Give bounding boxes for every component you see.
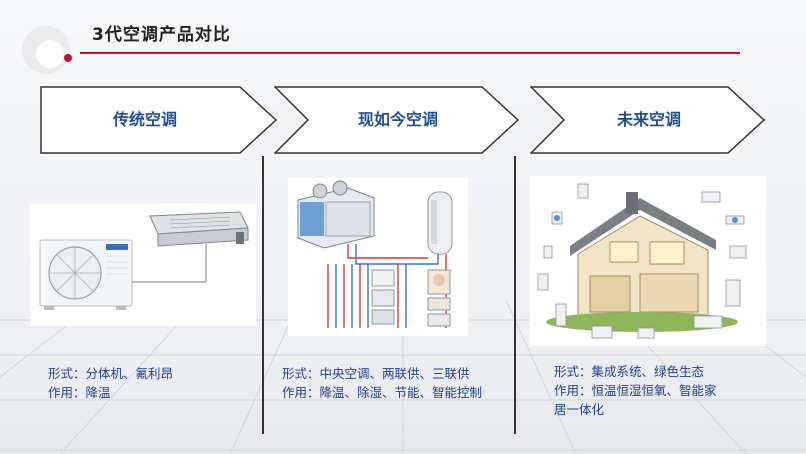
arrow-header-current: 现如今空调 (274, 86, 520, 154)
chevron-arrow-icon (40, 86, 278, 154)
description-future: 形式：集成系统、绿色生态 作用：恒温恒湿恒氧、智能家 居一体化 (554, 362, 717, 419)
arrow-header-traditional: 传统空调 (40, 86, 278, 154)
arrow-header-future: 未来空调 (530, 86, 766, 154)
column-divider (262, 156, 264, 434)
product-image-split-ac (30, 204, 256, 326)
description-current: 形式：中央空调、两联供、三联供 作用：降温、除湿、节能、智能控制 (282, 364, 482, 402)
logo-icon (22, 26, 72, 74)
description-traditional: 形式：分体机、氟利昂 作用：降温 (48, 364, 173, 402)
function-text: 作用：恒温恒湿恒氧、智能家 (554, 383, 717, 398)
arrow-label: 未来空调 (616, 110, 681, 129)
form-text: 形式：中央空调、两联供、三联供 (282, 366, 470, 381)
function-text: 作用：降温、除湿、节能、智能控制 (282, 385, 483, 400)
form-text: 形式：集成系统、绿色生态 (554, 364, 705, 379)
column-divider (514, 156, 516, 434)
product-image-central-ac (288, 178, 468, 336)
title-underline (80, 52, 740, 54)
arrow-label: 现如今空调 (357, 110, 438, 129)
form-text: 形式：分体机、氟利昂 (48, 366, 174, 381)
smart-home-illustration (537, 183, 747, 339)
split-ac-illustration (39, 211, 249, 310)
function-text-continued: 居一体化 (554, 402, 605, 417)
function-text: 作用：降温 (48, 385, 111, 400)
chevron-arrow-icon (274, 86, 520, 154)
arrow-label: 传统空调 (112, 110, 177, 129)
product-image-smart-home (530, 176, 766, 346)
slide-title: 3代空调产品对比 (92, 25, 231, 45)
central-ac-system-diagram (297, 180, 453, 328)
chevron-arrow-icon (530, 86, 766, 154)
